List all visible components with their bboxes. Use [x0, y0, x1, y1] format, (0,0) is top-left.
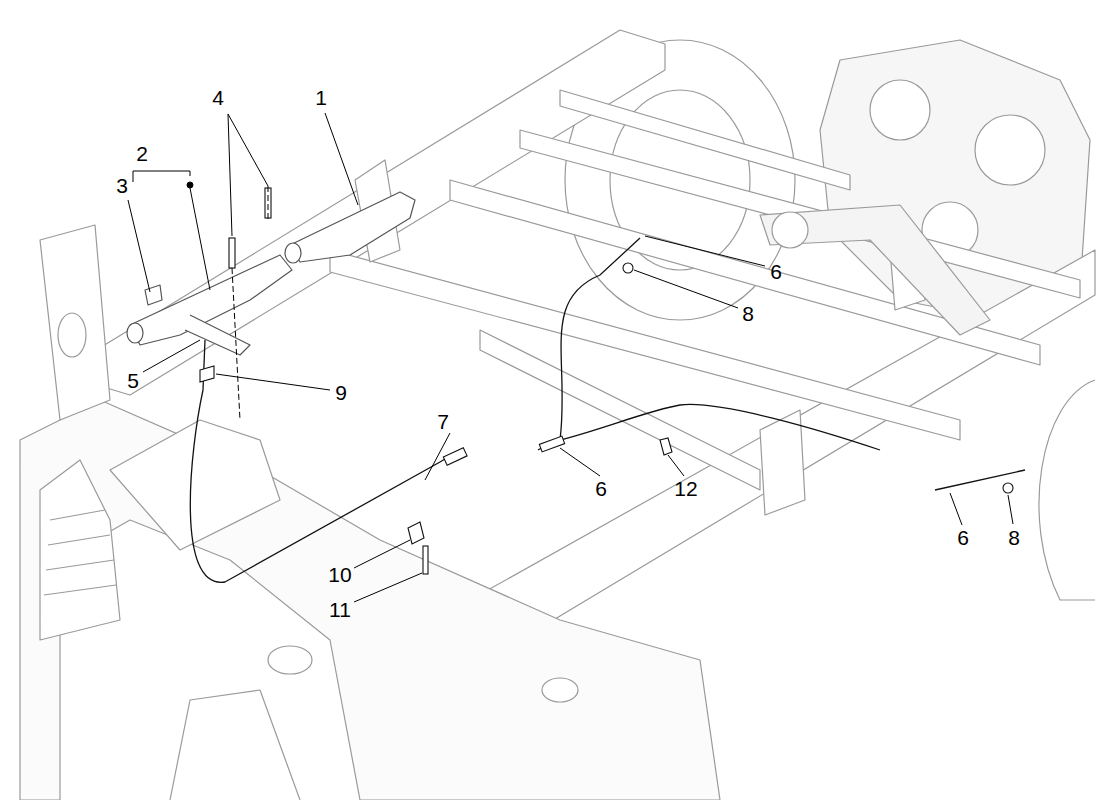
callout-number: 12	[673, 478, 698, 499]
callout-number: 8	[1007, 527, 1021, 548]
callout-number: 4	[211, 87, 225, 108]
callout-number: 6	[769, 261, 783, 282]
callout-number: 3	[115, 175, 129, 196]
callout-number: 1	[314, 87, 328, 108]
callout-number: 8	[741, 303, 755, 324]
callout-number: 2	[135, 143, 149, 164]
callout-number: 5	[126, 370, 140, 391]
callout-number: 7	[436, 411, 450, 432]
callout-number: 6	[594, 478, 608, 499]
callout-number: 11	[328, 599, 352, 620]
callout-number: 6	[956, 527, 970, 548]
callout-number: 9	[334, 382, 348, 403]
callout-number: 10	[327, 564, 352, 585]
